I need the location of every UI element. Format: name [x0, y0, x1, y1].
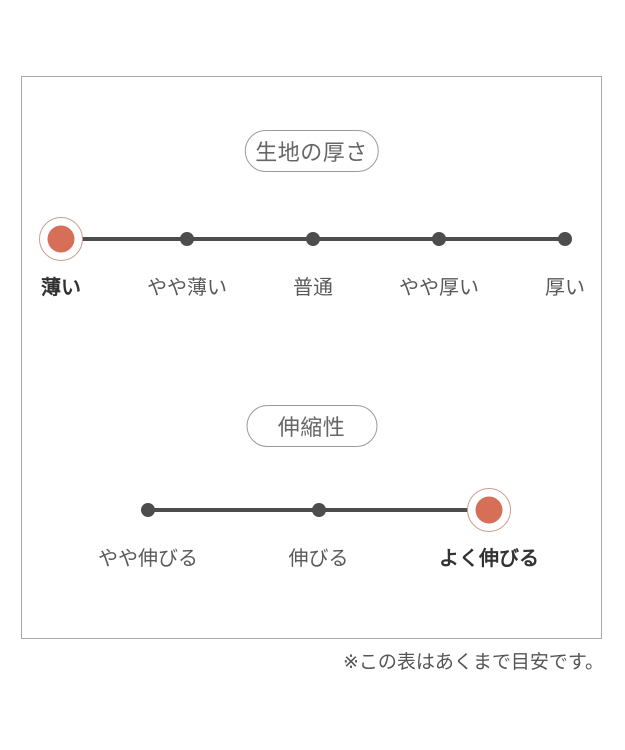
scale-dot	[306, 232, 320, 246]
scale-option-label: やや伸びる	[98, 548, 198, 570]
scale-option-label: やや薄い	[147, 277, 227, 299]
scale-option-label: 薄い	[41, 277, 81, 299]
fabric-guide-box: 生地の厚さ薄い やや薄い 普通 やや厚い 厚い伸縮性やや伸びる 伸びる よく伸びる	[21, 76, 602, 639]
footnote: ※この表はあくまで目安です。	[342, 652, 604, 673]
scale-option-label: 伸びる	[288, 548, 349, 570]
scale-title: 生地の厚さ	[255, 140, 368, 165]
scale-dot	[558, 232, 572, 246]
selected-dot	[47, 225, 75, 253]
scale-dot	[311, 503, 326, 517]
scale-title: 伸縮性	[277, 415, 346, 440]
scale-option-label: やや厚い	[399, 277, 479, 299]
scale-option-label: よく伸びる	[439, 548, 539, 570]
scale-option-label: 厚い	[545, 277, 585, 299]
scale-title-pill: 生地の厚さ	[244, 130, 379, 172]
scale-dot	[141, 503, 155, 517]
scale-dot	[432, 232, 446, 246]
scale-title-pill: 伸縮性	[246, 405, 377, 447]
scale-dot	[180, 232, 194, 246]
selected-dot	[475, 496, 503, 524]
scale-option-label: 普通	[293, 277, 333, 299]
